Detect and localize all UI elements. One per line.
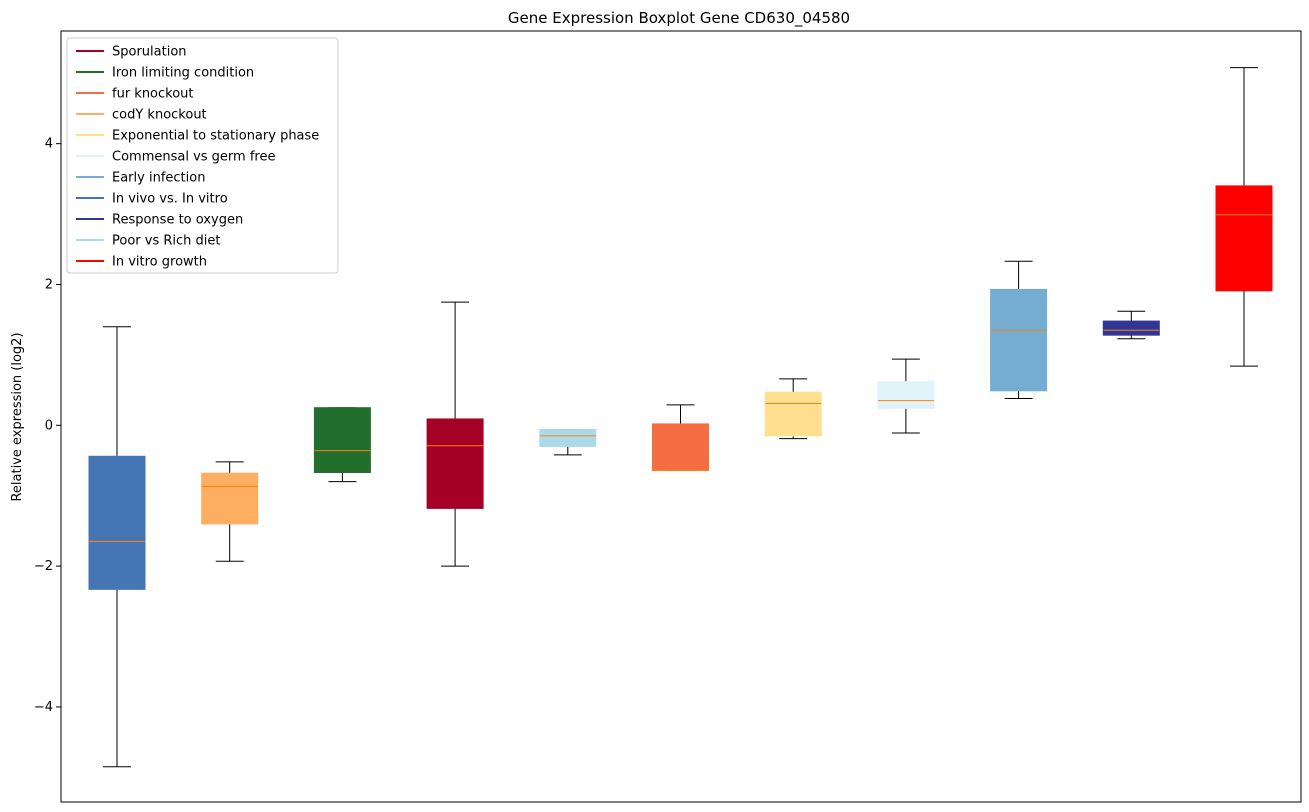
box-body [201, 472, 259, 525]
box-7 [764, 378, 822, 440]
box-body [426, 418, 484, 509]
legend-item: Poor vs Rich diet [76, 234, 220, 249]
legend-label: Early infection [112, 171, 205, 186]
box-1 [88, 326, 146, 768]
box-8 [877, 358, 935, 434]
legend-label: In vivo vs. In vitro [112, 192, 228, 207]
box-2 [201, 461, 259, 562]
box-body [313, 407, 371, 473]
plot-area [88, 67, 1273, 768]
y-tick-label: 2 [45, 277, 53, 292]
box-9 [990, 260, 1048, 400]
legend-label: In vitro growth [112, 255, 207, 270]
legend-label: Sporulation [112, 45, 187, 60]
y-tick-label: 0 [45, 418, 53, 433]
y-tick-label: 4 [45, 137, 53, 152]
legend-item: In vitro growth [76, 255, 207, 270]
box-body [764, 391, 822, 437]
legend-label: Iron limiting condition [112, 66, 254, 81]
box-body [877, 381, 935, 409]
box-3 [313, 407, 371, 483]
box-11 [1215, 67, 1273, 367]
box-4 [426, 301, 484, 567]
legend-label: Poor vs Rich diet [112, 234, 220, 249]
box-body [539, 429, 597, 447]
legend-item: Early infection [76, 171, 205, 186]
legend-frame [66, 37, 339, 274]
plot-frame [60, 30, 1302, 803]
box-body [88, 455, 146, 590]
box-6 [652, 404, 709, 471]
legend-label: fur knockout [112, 87, 194, 102]
y-tick-label: −4 [34, 700, 53, 715]
legend-item: In vivo vs. In vitro [76, 192, 228, 207]
y-tick-label: −2 [34, 559, 53, 574]
legend-item: Iron limiting condition [76, 66, 254, 81]
legend-item: Sporulation [76, 45, 187, 60]
legend-item: Exponential to stationary phase [76, 129, 319, 144]
y-axis-label: Relative expression (log2) [10, 332, 25, 501]
legend-label: Response to oxygen [112, 213, 243, 228]
legend-item: fur knockout [76, 87, 194, 102]
legend-label: Exponential to stationary phase [112, 129, 319, 144]
legend-label: codY knockout [112, 108, 207, 123]
legend-label: Commensal vs germ free [112, 150, 275, 165]
box-body [1102, 320, 1160, 336]
box-body [652, 423, 709, 471]
y-axis: −4 −2 0 2 4 [34, 137, 61, 715]
box-body [1215, 185, 1273, 292]
chart-title: Gene Expression Boxplot Gene CD630_04580 [508, 9, 850, 28]
legend-item: Commensal vs germ free [76, 150, 275, 165]
box-10 [1102, 310, 1160, 340]
legend-item: Response to oxygen [76, 213, 243, 228]
box-5 [539, 429, 597, 456]
legend-item: codY knockout [76, 108, 207, 123]
box-body [990, 288, 1048, 392]
